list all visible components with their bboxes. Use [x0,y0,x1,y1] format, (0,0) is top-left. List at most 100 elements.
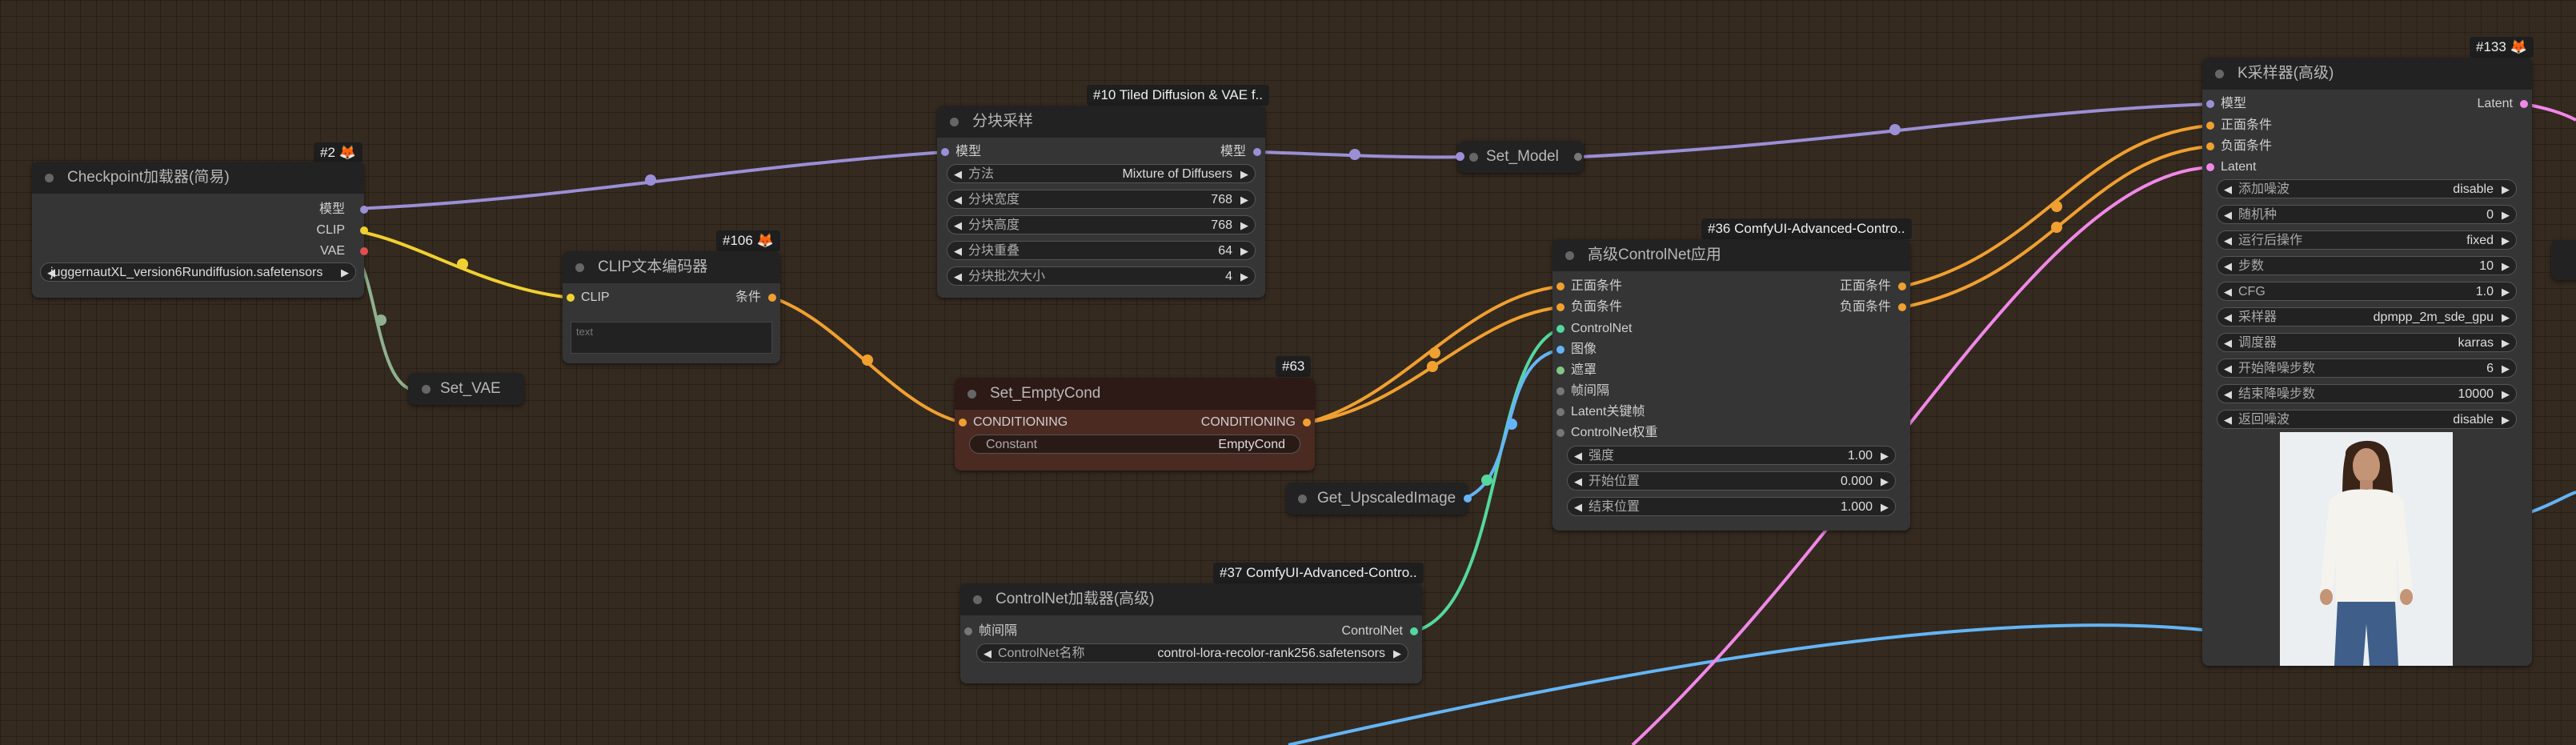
output-slot-latent[interactable]: Latent [2477,97,2513,110]
output-pin-model[interactable] [1253,148,1261,156]
ckpt-name-combo[interactable]: ◀ juggernautXL_version6Rundiffusion.safe… [40,262,356,282]
output-slot-model[interactable]: 模型 [318,202,345,216]
output-slot-negative[interactable]: 负面条件 [1839,300,1891,314]
arrow-left-icon[interactable]: ◀ [1574,501,1582,513]
input-slot-negative[interactable]: 负面条件 [2221,139,2273,153]
input-pin-positive[interactable] [2206,122,2214,130]
arrow-left-icon[interactable]: ◀ [2224,260,2232,272]
input-pin-negative[interactable] [1556,303,1564,311]
input-slot-controlnet-weights[interactable]: ControlNet权重 [1571,426,1658,439]
output-pin-image[interactable] [1464,495,1472,503]
get-upscaled-image-node[interactable]: Get_UpscaledImage [1286,483,1472,515]
arrow-right-icon[interactable]: ▶ [2502,234,2510,246]
input-pin-timestep[interactable] [964,627,972,635]
output-pin-conditioning[interactable] [768,294,776,302]
input-slot-negative[interactable]: 负面条件 [1571,300,1623,314]
arrow-left-icon[interactable]: ◀ [954,219,962,231]
arrow-right-icon[interactable]: ▶ [2502,414,2510,426]
input-pin-negative[interactable] [2206,142,2214,150]
output-slot-model[interactable]: 模型 [1220,145,1246,158]
input-pin-latent[interactable] [2206,163,2214,171]
arrow-left-icon[interactable]: ◀ [1574,475,1582,487]
collapse-dot-icon[interactable] [950,118,959,126]
arrow-right-icon[interactable]: ▶ [1881,475,1889,487]
arrow-left-icon[interactable]: ◀ [954,245,962,257]
arrow-right-icon[interactable]: ▶ [2502,311,2510,323]
prompt-textarea[interactable]: text [571,322,772,354]
arrow-left-icon[interactable]: ◀ [2224,183,2232,195]
arrow-left-icon[interactable]: ◀ [2224,414,2232,426]
input-slot-mask[interactable]: 遮罩 [1571,363,1597,377]
arrow-left-icon[interactable]: ◀ [2224,337,2232,349]
arrow-left-icon[interactable]: ◀ [47,266,55,278]
input-slot-model[interactable]: 模型 [2221,97,2247,110]
arrow-left-icon[interactable]: ◀ [2224,388,2232,400]
arrow-right-icon[interactable]: ▶ [1240,168,1248,180]
node-title-bar[interactable]: CLIP文本编码器 [563,251,780,283]
input-pin-conditioning[interactable] [959,419,967,427]
collapse-dot-icon[interactable] [575,263,584,272]
controlnet-apply-node[interactable]: 高级ControlNet应用 正面条件 负面条件 ControlNet 图像 遮… [1552,239,1910,531]
output-pin-model[interactable] [1574,153,1582,161]
checkpoint-loader-node[interactable]: Checkpoint加载器(简易) 模型 CLIP VAE ◀ juggerna… [32,162,368,298]
input-pin-timestep[interactable] [1556,387,1564,395]
node-title-bar[interactable]: 分块采样 [937,106,1265,138]
controlnet-loader-node[interactable]: ControlNet加载器(高级) 帧间隔 ControlNet ◀ Contr… [960,583,1422,683]
arrow-right-icon[interactable]: ▶ [2502,260,2510,272]
arrow-left-icon[interactable]: ◀ [954,194,962,206]
arrow-left-icon[interactable]: ◀ [1574,450,1582,462]
collapse-dot-icon[interactable] [2215,70,2224,78]
arrow-right-icon[interactable]: ▶ [2502,286,2510,298]
collapse-dot-icon[interactable] [968,390,976,399]
arrow-right-icon[interactable]: ▶ [1240,219,1248,231]
set-vae-node[interactable]: Set_VAE [408,373,524,405]
node-title-bar[interactable]: 高级ControlNet应用 [1552,239,1910,271]
arrow-right-icon[interactable]: ▶ [341,266,349,278]
collapse-dot-icon[interactable] [1298,495,1307,503]
input-slot-positive[interactable]: 正面条件 [2221,118,2273,132]
input-pin-model[interactable] [2206,100,2214,108]
input-pin-controlnet[interactable] [1556,325,1564,333]
input-slot-clip[interactable]: CLIP [581,290,610,304]
ksampler-advanced-node[interactable]: K采样器(高级) 模型 正面条件 负面条件 Latent Latent ◀添加噪… [2202,58,2532,666]
input-pin-model[interactable] [941,148,949,156]
arrow-right-icon[interactable]: ▶ [1393,647,1401,659]
clip-text-encoder-node[interactable]: CLIP文本编码器 CLIP 条件 text [563,251,780,363]
arrow-right-icon[interactable]: ▶ [1240,270,1248,282]
set-model-node[interactable]: Set_Model [1456,141,1584,173]
input-pin-positive[interactable] [1556,282,1564,290]
input-slot-model[interactable]: 模型 [955,145,982,158]
input-slot-image[interactable]: 图像 [1571,342,1597,356]
arrow-left-icon[interactable]: ◀ [2224,362,2232,375]
arrow-right-icon[interactable]: ▶ [1240,245,1248,257]
output-pin-negative[interactable] [1898,303,1906,311]
arrow-right-icon[interactable]: ▶ [2502,209,2510,221]
output-pin-vae[interactable] [360,247,368,255]
node-title-bar[interactable]: Set_EmptyCond [955,378,1315,410]
arrow-left-icon[interactable]: ◀ [2224,286,2232,298]
arrow-right-icon[interactable]: ▶ [2502,337,2510,349]
input-pin-image[interactable] [1556,346,1564,354]
output-pin-model[interactable] [360,206,368,214]
input-pin-latent-keyframe[interactable] [1556,408,1564,416]
arrow-right-icon[interactable]: ▶ [1881,450,1889,462]
output-slot-conditioning[interactable]: 条件 [735,290,761,304]
arrow-left-icon[interactable]: ◀ [954,270,962,282]
collapse-dot-icon[interactable] [45,174,54,182]
input-pin-controlnet-weights[interactable] [1556,429,1564,437]
controlnet-name-combo[interactable]: ◀ ControlNet名称 control-lora-recolor-rank… [976,643,1408,663]
output-pin-controlnet[interactable] [1410,627,1418,635]
input-pin-model[interactable] [1456,152,1464,161]
